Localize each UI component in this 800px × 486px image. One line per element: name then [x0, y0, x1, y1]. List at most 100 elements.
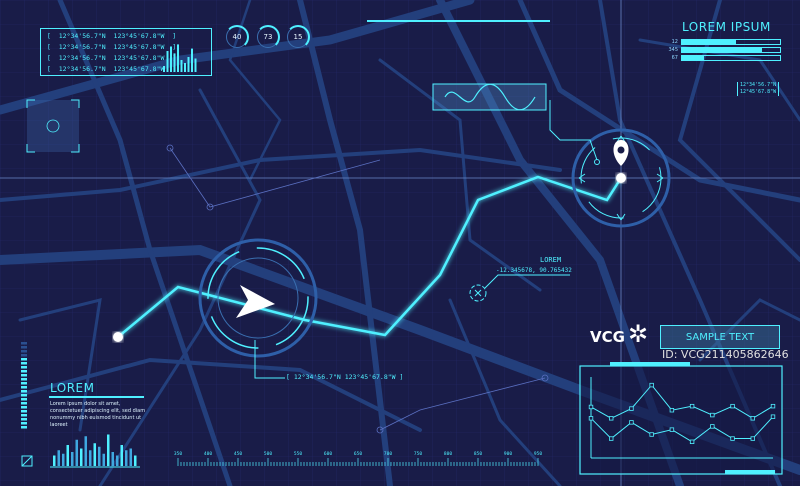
data-point: [649, 432, 654, 437]
data-point: [710, 412, 715, 418]
navigation-arrow-icon: [236, 285, 275, 318]
watermark-brand: VCG: [590, 328, 625, 346]
sample-text-button[interactable]: SAMPLE TEXT: [660, 325, 780, 349]
data-point: [750, 416, 755, 421]
bar: [194, 58, 197, 72]
bottom-left-description: Lorem ipsum dolor sit amet, consectetuer…: [50, 401, 146, 428]
coord-line: [ 12°34'56.7"N 123°45'67.8"W ]: [47, 65, 177, 73]
meter-segment: [21, 386, 27, 389]
bar: [111, 452, 114, 466]
bar: [191, 48, 193, 72]
meter-segment: [21, 414, 27, 417]
data-point: [588, 404, 594, 410]
data-point: [609, 416, 614, 421]
data-point: [730, 403, 735, 409]
bar: [89, 450, 92, 466]
bar-label: 67: [671, 55, 678, 61]
divider: [49, 396, 144, 398]
bar: [163, 66, 165, 72]
watermark-id: ID: VCG211405862646: [662, 348, 789, 361]
destination-target: [549, 100, 671, 228]
bar: [98, 446, 101, 466]
data-point: [710, 424, 715, 429]
bar: [187, 57, 190, 72]
bar: [177, 44, 179, 72]
meter-segment: [21, 382, 27, 385]
meter-segment: [21, 370, 27, 373]
bar-label: 12: [671, 39, 678, 45]
meter-segment: [21, 378, 27, 381]
top-right-title: LOREM IPSUM: [682, 20, 771, 34]
meter-segment: [21, 390, 27, 393]
data-point: [750, 436, 755, 441]
vehicle-coords: [ 12°34'56.7"N 123°45'67.8"W ]: [286, 373, 404, 381]
route-end-dot: [616, 173, 626, 183]
data-point: [669, 427, 675, 432]
bar: [120, 445, 123, 466]
bar: [166, 51, 169, 72]
coordinates-panel: [ 12°34'56.7"N 123°45'67.8"W ] [ 12°34'5…: [40, 28, 212, 76]
coord-line: [ 12°34'56.7"N 123°45'67.8"W ]: [47, 54, 177, 62]
ruler-label: 350: [174, 451, 182, 457]
bar: [93, 443, 96, 466]
ruler-label: 450: [234, 451, 242, 457]
coord-line: [ 12°34'56.7"N 123°45'67.8"W ]: [47, 43, 177, 51]
meter-segment: [21, 398, 27, 401]
top-divider: [367, 20, 550, 22]
bar: [71, 452, 74, 466]
data-point: [669, 408, 675, 413]
bar: [62, 453, 65, 466]
ruler-label: 600: [324, 451, 332, 457]
waypoint-coords: -12.345678, 90.765432: [496, 267, 572, 274]
bar: [84, 436, 87, 466]
bar: [180, 60, 183, 72]
bar: [170, 46, 172, 72]
series-line-lower: [590, 416, 774, 443]
watermark-logo-icon: ✲: [628, 320, 649, 348]
meter-segment: [21, 350, 27, 353]
bottom-bar-chart: [50, 434, 140, 468]
gauge-73: 73: [256, 25, 280, 49]
data-point: [770, 403, 776, 409]
bar: [66, 445, 69, 466]
data-point: [689, 439, 695, 444]
line-chart-panel: [579, 362, 783, 475]
meter-segment: [21, 346, 27, 349]
bar: [57, 450, 60, 466]
ruler-label: 800: [444, 451, 452, 457]
meter-segment: [21, 426, 27, 429]
level-meter-segments: [21, 342, 27, 429]
waypoint-marker: [469, 274, 570, 302]
data-point: [629, 420, 634, 425]
bar: [102, 453, 105, 466]
bottom-left-title: LOREM: [50, 381, 95, 395]
top-bar-chart: [163, 44, 197, 72]
meter-segment: [21, 342, 27, 345]
compass-crosshair-icon: [26, 99, 80, 153]
bar: [129, 448, 132, 466]
route-start-dot: [113, 332, 123, 342]
coord-line: [ 12°34'56.7"N 123°45'67.8"W ]: [47, 32, 177, 40]
bar: [184, 63, 186, 72]
ruler-label: 900: [504, 451, 512, 457]
gauge-15: 15: [286, 25, 310, 49]
bar: [75, 439, 78, 466]
meter-segment: [21, 402, 27, 405]
meter-segment: [21, 354, 27, 357]
meter-segment: [21, 422, 27, 425]
data-point: [649, 382, 654, 388]
ruler-label: 650: [354, 451, 362, 457]
data-point: [629, 406, 634, 411]
data-point: [609, 436, 614, 441]
meter-segment: [21, 374, 27, 377]
bar: [173, 53, 176, 72]
meter-segment: [21, 410, 27, 413]
bar-label: 345: [668, 47, 678, 53]
ruler-label: 950: [534, 451, 542, 457]
bar: [116, 455, 119, 466]
vehicle-target-ring: [198, 238, 318, 379]
